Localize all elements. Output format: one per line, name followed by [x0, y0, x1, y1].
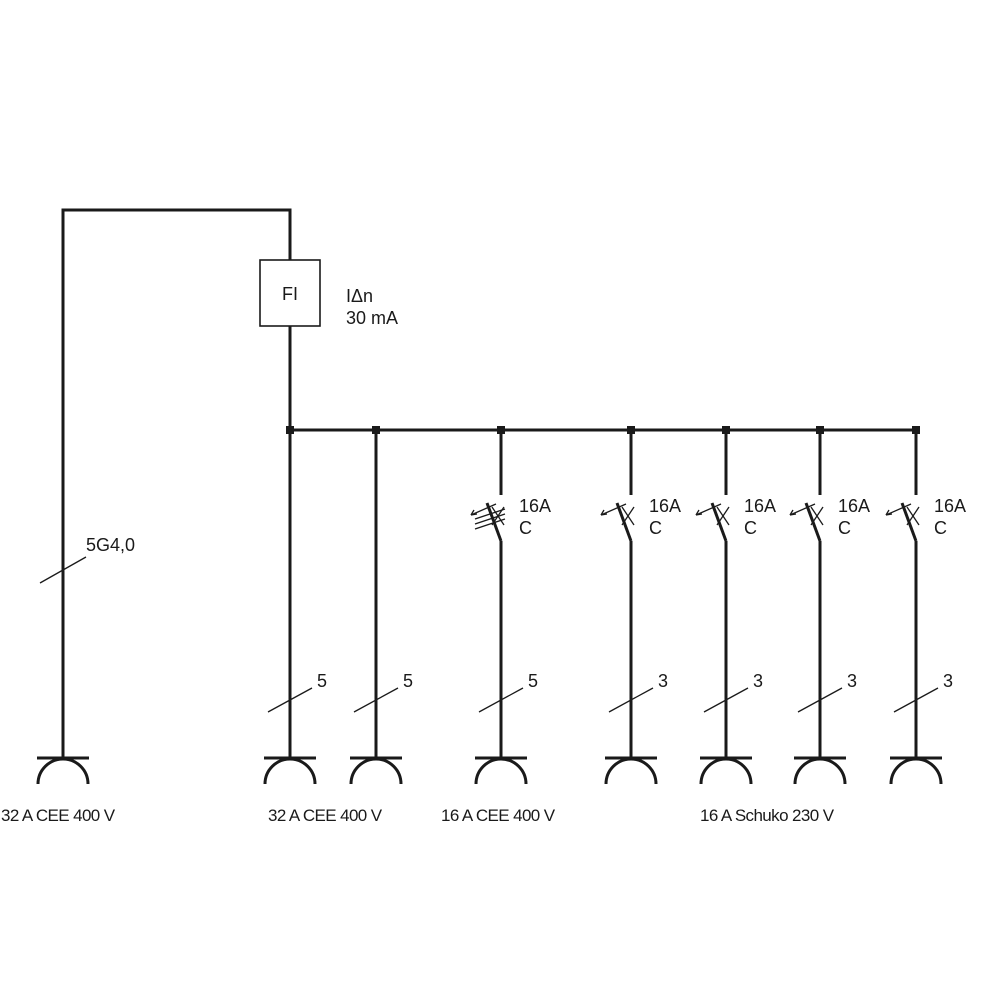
branch-1-cable-tick: [267, 687, 313, 713]
breaker-4-characteristic: C: [649, 518, 662, 538]
breaker-3-pole-mark-2: [474, 513, 506, 525]
branch-3-conductor-count: 5: [528, 671, 538, 691]
breaker-4-rating: 16A: [649, 496, 681, 516]
breaker-3-pole-mark-3: [474, 518, 506, 530]
branch-2-cable-tick: [353, 687, 399, 713]
branch-6-cable-tick: [797, 687, 843, 713]
junction-2: [372, 426, 380, 434]
socket-1-arc: [263, 757, 317, 785]
breaker-6-arrow-head: [789, 509, 797, 516]
breaker-7-arrow-head: [885, 509, 893, 516]
breaker-5-arrow-head: [695, 509, 703, 516]
breaker-3-pole-mark-1: [474, 508, 506, 520]
branch-1-conductor-count: 5: [317, 671, 327, 691]
junction-7: [912, 426, 920, 434]
breaker-3-arrow-shaft: [470, 503, 497, 516]
breaker-5-trip-mark-2: [716, 506, 730, 526]
breaker-6-characteristic: C: [838, 518, 851, 538]
branch-7-cable-tick: [893, 687, 939, 713]
breaker-6-trip-mark-2: [810, 506, 824, 526]
socket-group-label-schuko: 16 A Schuko 230 V: [700, 806, 835, 825]
socket-7-arc: [889, 757, 943, 785]
feed-socket-symbol: [36, 756, 90, 785]
socket-6-arc: [793, 757, 847, 785]
socket-4-arc: [604, 757, 658, 785]
rcd-rating-value: 30 mA: [346, 308, 398, 328]
breaker-3-arrow-head: [470, 509, 478, 516]
breaker-6-arrow-shaft: [789, 503, 816, 516]
junction-6: [816, 426, 824, 434]
breaker-4-trip-mark-2: [621, 506, 635, 526]
rcd-box: [259, 259, 321, 327]
branch-7-conductor-count: 3: [943, 671, 953, 691]
breaker-5-rating: 16A: [744, 496, 776, 516]
feed-socket-label: 32 A CEE 400 V: [1, 806, 116, 825]
feed-wire: [61, 208, 292, 758]
breaker-7-characteristic: C: [934, 518, 947, 538]
socket-5-arc: [699, 757, 753, 785]
socket-2-arc: [349, 757, 403, 785]
branch-4-cable-tick: [608, 687, 654, 713]
breaker-4-arrow-head: [600, 509, 608, 516]
feed-cable-tick: [39, 556, 87, 584]
branch-4-conductor-count: 3: [658, 671, 668, 691]
junction-5: [722, 426, 730, 434]
branch-3-cable-tick: [478, 687, 524, 713]
breaker-5-arrow-shaft: [695, 503, 722, 516]
breaker-7-arrow-shaft: [885, 503, 912, 516]
breaker-7-rating: 16A: [934, 496, 966, 516]
feed-cable-label: 5G4,0: [86, 535, 135, 555]
breaker-6-rating: 16A: [838, 496, 870, 516]
branch-6-conductor-count: 3: [847, 671, 857, 691]
breaker-3-rating: 16A: [519, 496, 551, 516]
socket-group-label-cee16: 16 A CEE 400 V: [441, 806, 556, 825]
breaker-4-arrow-shaft: [600, 503, 627, 516]
breaker-5-characteristic: C: [744, 518, 757, 538]
junction-1: [286, 426, 294, 434]
breaker-7-trip-mark-2: [906, 506, 920, 526]
junction-4: [627, 426, 635, 434]
branch-2-conductor-count: 5: [403, 671, 413, 691]
branch-5-conductor-count: 3: [753, 671, 763, 691]
branch-5-cable-tick: [703, 687, 749, 713]
socket-group-label-cee32: 32 A CEE 400 V: [268, 806, 383, 825]
junction-3: [497, 426, 505, 434]
rcd-rating-current: IΔn: [346, 286, 373, 306]
breaker-3-characteristic: C: [519, 518, 532, 538]
socket-3-arc: [474, 757, 528, 785]
rcd-label: FI: [282, 284, 298, 304]
